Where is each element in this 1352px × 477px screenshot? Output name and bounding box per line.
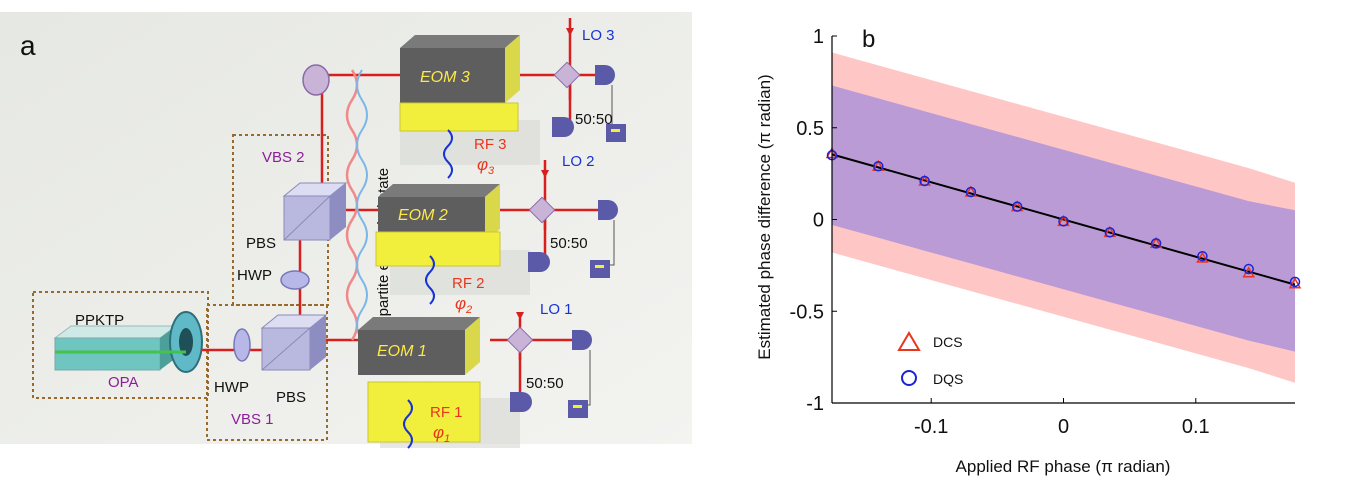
point-dqs [965, 186, 977, 198]
lo3-arrow [566, 28, 574, 36]
vbs1-label: VBS 1 [231, 411, 274, 428]
y-axis-ticks: 1 0.5 0 -0.5 -1 [790, 26, 837, 415]
rf3-label: RF 3 [474, 136, 507, 153]
phi3-label: φ [477, 155, 488, 174]
steering-mirror-icon [302, 64, 330, 96]
phi1-label: φ [433, 423, 444, 442]
eom1-label: EOM 1 [377, 343, 427, 360]
ppktp-crystal [53, 325, 178, 371]
eom3-device [399, 35, 520, 132]
lo2-arrow [541, 170, 549, 178]
hwp2-icon [280, 270, 310, 290]
subtractor2-icon [590, 260, 610, 278]
detector-3a-icon [595, 65, 615, 85]
subtractor3-icon [606, 124, 626, 142]
x-axis-label: Applied RF phase (π radian) [956, 457, 1171, 476]
y-axis-label: Estimated phase difference (π radian) [755, 74, 774, 359]
phi2-subscript: 2 [465, 304, 472, 316]
bs1-icon [506, 326, 534, 354]
eom3-label: EOM 3 [420, 69, 470, 86]
x-tick-label: 0 [1058, 416, 1069, 438]
legend-dqs-marker [901, 370, 917, 386]
y-tick-label: 0.5 [796, 118, 824, 140]
phi1-subscript: 1 [444, 433, 450, 445]
opa-mirror [169, 311, 203, 373]
lo1-arrow [516, 312, 524, 320]
detector-1a-icon [572, 330, 592, 350]
fit-line-path [831, 153, 1296, 286]
pbs1-cube [260, 314, 328, 371]
legend-dqs-label: DQS [933, 371, 963, 387]
detector-2b-icon [528, 252, 550, 272]
point-dqs [1243, 263, 1254, 275]
rf1-label: RF 1 [430, 404, 463, 421]
fit-line [831, 153, 1296, 286]
hwp1-label: HWP [214, 379, 249, 396]
eom2-device [375, 184, 501, 267]
panel-a-label: a [20, 30, 36, 61]
x-tick-label: -0.1 [914, 416, 948, 438]
point-dqs [1011, 201, 1023, 212]
panel-a-diagram: a PPKTP OPA [0, 12, 692, 449]
x-axis-ticks: -0.1 0 0.1 [914, 398, 1210, 438]
phi3-subscript: 3 [488, 165, 495, 177]
hwp1-icon [233, 328, 251, 362]
lo2-label: LO 2 [562, 153, 595, 170]
point-dcs [1196, 251, 1209, 263]
legend-dcs-label: DCS [933, 334, 963, 350]
detectors [510, 65, 618, 412]
panel-a-background [0, 12, 692, 444]
point-dqs [1058, 216, 1069, 227]
vbs2-label: VBS 2 [262, 149, 305, 166]
eom2-label: EOM 2 [398, 207, 448, 224]
panel-b-chart: b 1 0.5 0 -0.5 -1 -0.1 0 0.1 Applied RF phase … [755, 26, 1302, 476]
point-dqs [1197, 250, 1208, 262]
detector-2a-icon [598, 200, 618, 220]
legend: DCS DQS [897, 331, 963, 387]
bs3-icon [553, 61, 581, 89]
rf3-wave [443, 129, 453, 179]
bs1-ratio-label: 50:50 [526, 375, 564, 392]
y-tick-label: 1 [813, 26, 824, 48]
bs2-ratio-label: 50:50 [550, 235, 588, 252]
detector-3b-icon [552, 117, 574, 137]
point-dqs [1104, 227, 1116, 238]
panel-b-label: b [862, 26, 875, 53]
pbs2-label: PBS [246, 235, 276, 252]
hwp2-label: HWP [237, 267, 272, 284]
rf2-wave [425, 255, 435, 305]
rf1-wave [403, 399, 413, 449]
opa-label: OPA [108, 374, 139, 391]
lo1-label: LO 1 [540, 301, 573, 318]
rf2-label: RF 2 [452, 275, 485, 292]
y-tick-label: 0 [813, 210, 824, 232]
entangled-wave-blue [356, 69, 368, 341]
phi2-label: φ [455, 294, 466, 313]
point-dqs [1289, 276, 1301, 288]
bs3-ratio-label: 50:50 [575, 111, 613, 128]
eom1-device [358, 317, 481, 443]
point-dqs [919, 175, 930, 187]
ppktp-label: PPKTP [75, 312, 124, 329]
x-tick-label: 0.1 [1182, 416, 1210, 438]
subtractor1-icon [568, 400, 588, 418]
legend-dcs-marker [897, 331, 921, 351]
y-tick-label: -1 [806, 393, 824, 415]
y-tick-label: -0.5 [790, 301, 824, 323]
point-dqs [873, 161, 884, 172]
point-dcs [1288, 277, 1302, 289]
pbs2-cube [282, 182, 348, 241]
detector-1b-icon [510, 392, 532, 412]
point-dqs [1150, 238, 1162, 249]
pbs1-label: PBS [276, 389, 306, 406]
lo3-label: LO 3 [582, 27, 615, 44]
bs2-icon [528, 196, 556, 224]
